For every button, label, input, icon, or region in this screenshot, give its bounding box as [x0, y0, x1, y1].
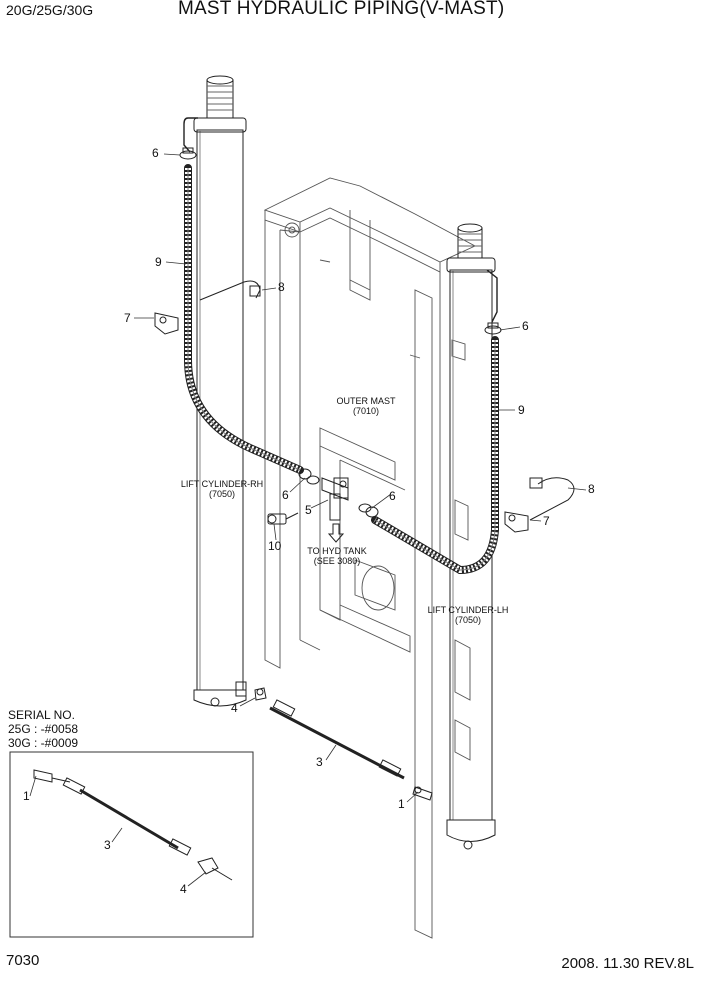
- leader-lines: [29, 153, 587, 887]
- hose-clamp-mid-left: [298, 468, 312, 480]
- callout-7-lh: 7: [543, 514, 550, 528]
- page-number: 7030: [6, 952, 40, 969]
- band-rh: [199, 280, 261, 301]
- serial-heading: SERIAL NO.: [8, 708, 75, 722]
- hose-lh: [371, 336, 499, 575]
- label-lift-cylinder-rh-name: LIFT CYLINDER-RH: [180, 479, 264, 489]
- outer-mast: [263, 177, 477, 939]
- revision-date: 2008. 11.30 REV.8L: [561, 955, 694, 972]
- pipe-assy-main: [254, 687, 433, 801]
- label-lift-cylinder-lh-name: LIFT CYLINDER-LH: [427, 605, 509, 615]
- callout-9-lh: 9: [518, 403, 525, 417]
- callout-3-main: 3: [316, 755, 323, 769]
- label-to-hyd-tank-name: TO HYD TANK: [307, 546, 367, 556]
- callout-4-main: 4: [231, 701, 238, 715]
- label-lift-cylinder-rh-ref: (7050): [208, 489, 235, 499]
- callout-1-inset: 1: [23, 789, 30, 803]
- lift-cylinder-rh: [193, 75, 247, 707]
- lift-cylinder-lh: [446, 223, 496, 850]
- serial-block: SERIAL NO. 25G : -#0058 30G : -#0009: [8, 708, 78, 750]
- callout-6-top-rh: 6: [152, 146, 159, 160]
- clip-lh: [504, 511, 529, 533]
- serial-line-25g: 25G : -#0058: [8, 722, 79, 736]
- fitting-10: [267, 512, 299, 525]
- label-to-hyd-tank-ref: (SEE 3080): [313, 556, 361, 566]
- model-code: 20G/25G/30G: [6, 2, 94, 18]
- hose-clamp-mid-right: [365, 506, 379, 518]
- callout-1-main: 1: [398, 797, 405, 811]
- callout-6-mid-left: 6: [282, 488, 289, 502]
- label-lift-cylinder-rh: LIFT CYLINDER-RH (7050): [172, 479, 272, 499]
- callout-8-lh: 8: [588, 482, 595, 496]
- elbow-pipe-rh: [183, 117, 198, 153]
- label-outer-mast-ref: (7010): [352, 406, 379, 416]
- hose-rh: [184, 164, 304, 474]
- callout-6-mid-right: 6: [389, 489, 396, 503]
- label-lift-cylinder-lh: LIFT CYLINDER-LH (7050): [420, 605, 516, 625]
- callout-8-rh: 8: [278, 280, 285, 294]
- callout-5: 5: [305, 503, 312, 517]
- to-tank-arrow: [327, 523, 345, 543]
- callout-4-inset: 4: [180, 882, 187, 896]
- tee-fitting: [306, 475, 372, 521]
- hose-clamp-top-lh: [484, 322, 502, 335]
- label-outer-mast-name: OUTER MAST: [336, 396, 396, 406]
- callout-3-inset: 3: [104, 838, 111, 852]
- page-title: MAST HYDRAULIC PIPING(V-MAST): [178, 0, 505, 19]
- serial-line-30g: 30G : -#0009: [8, 736, 79, 750]
- elbow-pipe-lh: [486, 269, 498, 323]
- callout-7-rh: 7: [124, 311, 131, 325]
- label-lift-cylinder-lh-ref: (7050): [454, 615, 481, 625]
- clip-rh: [154, 312, 179, 335]
- serial-inset-box: [9, 751, 254, 938]
- callout-10: 10: [268, 539, 282, 553]
- label-outer-mast: OUTER MAST (7010): [331, 396, 401, 416]
- label-to-hyd-tank: TO HYD TANK (SEE 3080): [302, 546, 372, 566]
- callout-9-rh: 9: [155, 255, 162, 269]
- callout-6-top-lh: 6: [522, 319, 529, 333]
- band-lh: [529, 477, 575, 521]
